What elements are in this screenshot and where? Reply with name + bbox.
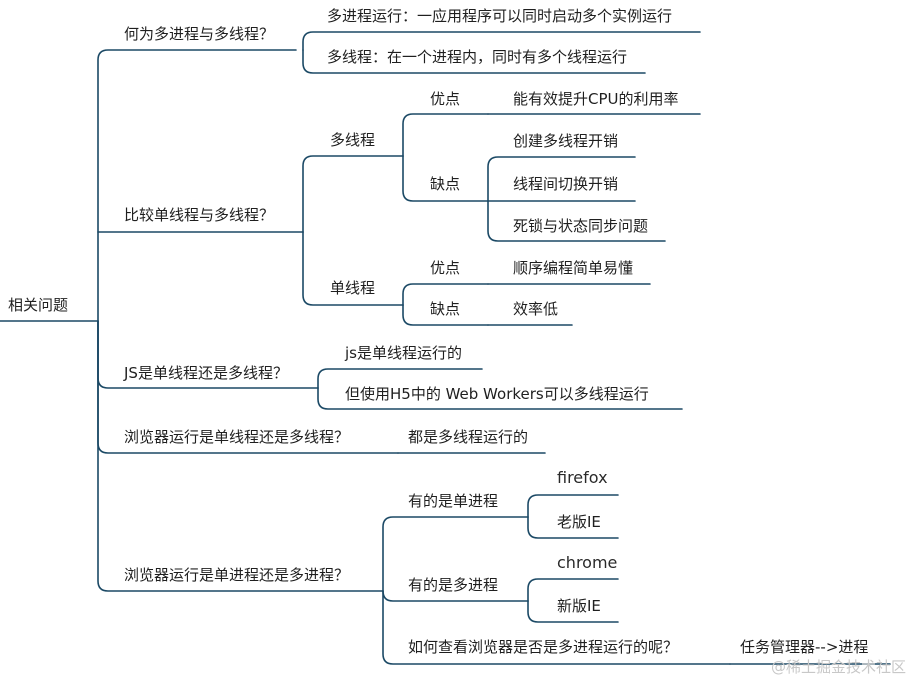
leaf-new-ie: 新版IE bbox=[557, 597, 601, 615]
node-single-thread-cons: 缺点 bbox=[430, 300, 461, 318]
leaf-chrome: chrome bbox=[557, 553, 618, 572]
root-topic: 相关问题 bbox=[8, 296, 69, 314]
leaf-old-ie: 老版IE bbox=[557, 513, 601, 531]
leaf-creation-cost: 创建多线程开销 bbox=[513, 132, 619, 150]
leaf-cpu-utilization: 能有效提升CPU的利用率 bbox=[513, 90, 679, 108]
node-multi-process: 有的是多进程 bbox=[408, 576, 499, 594]
node-multi-thread-definition: 多线程：在一个进程内，同时有多个线程运行 bbox=[327, 48, 628, 66]
node-single-process: 有的是单进程 bbox=[408, 492, 499, 510]
node-single-thread-pros: 优点 bbox=[430, 259, 461, 277]
leaf-low-efficiency: 效率低 bbox=[513, 300, 559, 318]
topic-browser-process: 浏览器运行是单进程还是多进程？ bbox=[124, 566, 350, 584]
node-how-to-check: 如何查看浏览器是否是多进程运行的呢？ bbox=[408, 638, 679, 656]
leaf-simple-sequential: 顺序编程简单易懂 bbox=[513, 259, 634, 277]
topic-compare-threads: 比较单线程与多线程？ bbox=[124, 206, 275, 224]
node-multi-process-definition: 多进程运行：一应用程序可以同时启动多个实例运行 bbox=[327, 7, 673, 25]
topic-js-threading: JS是单线程还是多线程？ bbox=[124, 364, 288, 382]
node-multi-thread-cons: 缺点 bbox=[430, 175, 461, 193]
leaf-js-single-thread: js是单线程运行的 bbox=[345, 344, 462, 362]
leaf-firefox: firefox bbox=[557, 468, 608, 487]
leaf-deadlock-sync: 死锁与状态同步问题 bbox=[513, 217, 649, 235]
leaf-switch-cost: 线程间切换开销 bbox=[513, 175, 619, 193]
leaf-task-manager: 任务管理器-->进程 bbox=[740, 638, 869, 656]
leaf-all-multi-thread: 都是多线程运行的 bbox=[408, 428, 529, 446]
topic-browser-threading: 浏览器运行是单线程还是多线程？ bbox=[124, 428, 350, 446]
node-multi-thread: 多线程 bbox=[330, 131, 376, 149]
watermark: @稀土掘金技术社区 bbox=[770, 658, 906, 676]
leaf-web-workers: 但使用H5中的 Web Workers可以多线程运行 bbox=[345, 385, 649, 403]
node-single-thread: 单线程 bbox=[330, 279, 376, 297]
node-multi-thread-pros: 优点 bbox=[430, 90, 461, 108]
topic-multi-process-vs-multi-thread: 何为多进程与多线程？ bbox=[124, 25, 275, 43]
